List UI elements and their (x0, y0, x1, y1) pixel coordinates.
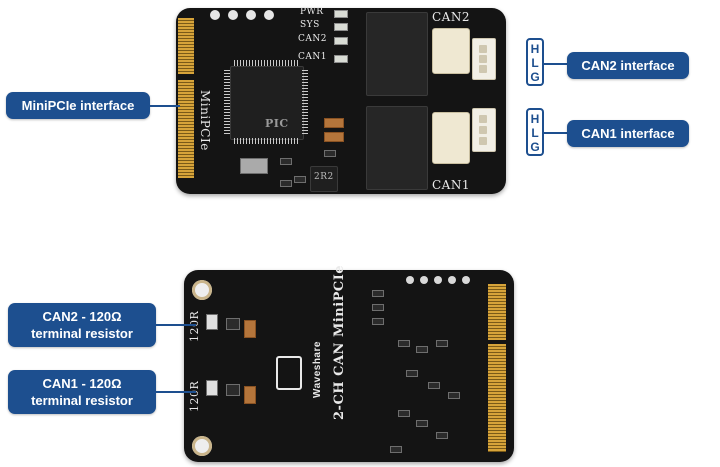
can1-resistor-callout-line (156, 391, 196, 393)
resistor (372, 318, 384, 325)
mounting-hole (192, 436, 212, 456)
inductor-mark: 2R2 (314, 172, 334, 182)
product-name-silk: 2-CH CAN MiniPCIe (332, 264, 347, 420)
led-sys (334, 23, 348, 31)
can1-resistor-silk: 120R (188, 380, 201, 412)
can2-resistor-silk: 120R (188, 310, 201, 342)
resistor (436, 340, 448, 347)
can2-jumper (226, 318, 240, 330)
mcu-pins-bottom (234, 138, 298, 144)
can2-callout-line (544, 63, 568, 65)
resistor (280, 158, 292, 165)
can2-resistor-callout-line1: CAN2 - 120Ω (42, 309, 122, 324)
can2-interface-callout: CAN2 interface (567, 52, 689, 79)
resistor (280, 180, 292, 187)
resistor (372, 304, 384, 311)
can1-pin-g: G (530, 140, 540, 154)
minipcie-callout-line (150, 105, 180, 107)
minipcie-interface-callout: MiniPCIe interface (6, 92, 150, 119)
can1-interface-callout: CAN1 interface (567, 120, 689, 147)
mcu-pins-top (234, 60, 298, 66)
can1-silk-label: CAN1 (432, 178, 470, 192)
can2-connector (472, 38, 496, 80)
resistor (398, 340, 410, 347)
can1-isolation-transformer (432, 112, 470, 164)
resistor (294, 176, 306, 183)
can2-termination-resistor (206, 314, 218, 330)
led-label-can1: CAN1 (298, 52, 327, 62)
crystal (240, 158, 268, 174)
led-can2 (334, 37, 348, 45)
minipcie-gold-fingers-lower (178, 80, 194, 178)
resistor (428, 382, 440, 389)
brand-silk: Waveshare (312, 341, 323, 398)
minipcie-gold-fingers-lower (488, 344, 506, 452)
can1-connector (472, 108, 496, 152)
can2-pin-labels: H L G (526, 38, 544, 86)
can1-jumper (226, 384, 240, 396)
can1-isolated-transceiver (366, 106, 428, 190)
resistor (398, 410, 410, 417)
can2-resistor-callout-line2: terminal resistor (31, 326, 133, 341)
can2-resistor-callout: CAN2 - 120Ω terminal resistor (8, 303, 156, 347)
mcu-brand-logo: PIC (265, 117, 289, 130)
capacitor (324, 118, 344, 128)
can2-pin-h: H (530, 42, 540, 56)
debug-header-pads (210, 10, 280, 22)
mcu-pins-right (302, 70, 308, 134)
led-can1 (334, 55, 348, 63)
can1-resistor-callout-line2: terminal resistor (31, 393, 133, 408)
can1-resistor-callout-line1: CAN1 - 120Ω (42, 376, 122, 391)
can2-pin-l: L (531, 56, 539, 70)
resistor (372, 290, 384, 297)
minipcie-gold-fingers (178, 18, 194, 74)
led-label-sys: SYS (300, 20, 320, 30)
resistor (416, 346, 428, 353)
can1-pin-h: H (530, 112, 540, 126)
can2-isolation-transformer (432, 28, 470, 74)
test-pads (406, 276, 470, 284)
capacitor (244, 320, 256, 338)
capacitor (324, 132, 344, 142)
can1-resistor-callout: CAN1 - 120Ω terminal resistor (8, 370, 156, 414)
resistor (406, 370, 418, 377)
can1-callout-line (544, 132, 568, 134)
minipcie-silk-label: MiniPCIe (198, 90, 212, 151)
minipcie-gold-fingers (488, 284, 506, 340)
led-label-pwr: PWR (300, 7, 324, 17)
resistor (436, 432, 448, 439)
mcu-pins-left (224, 70, 230, 134)
led-label-can2: CAN2 (298, 34, 327, 44)
mounting-hole (192, 280, 212, 300)
resistor (416, 420, 428, 427)
can2-isolated-transceiver (366, 12, 428, 96)
capacitor (244, 386, 256, 404)
can1-pin-l: L (531, 126, 539, 140)
can1-pin-labels: H L G (526, 108, 544, 156)
top-pcb-board: PWR SYS CAN2 CAN1 PIC MiniPCIe 2R2 CAN2 … (176, 7, 506, 194)
can2-pin-g: G (530, 70, 540, 84)
bottom-pcb-board: 120R 120R Waveshare 2-CH CAN MiniPCIe (184, 265, 514, 462)
inductor: 2R2 (310, 166, 338, 192)
can2-resistor-callout-line (156, 324, 196, 326)
can2-silk-label: CAN2 (432, 10, 470, 24)
mcu-chip: PIC (230, 66, 304, 140)
led-pwr (334, 10, 348, 18)
resistor (448, 392, 460, 399)
waveshare-logo-icon (276, 356, 302, 390)
can1-termination-resistor (206, 380, 218, 396)
resistor (324, 150, 336, 157)
resistor (390, 446, 402, 453)
